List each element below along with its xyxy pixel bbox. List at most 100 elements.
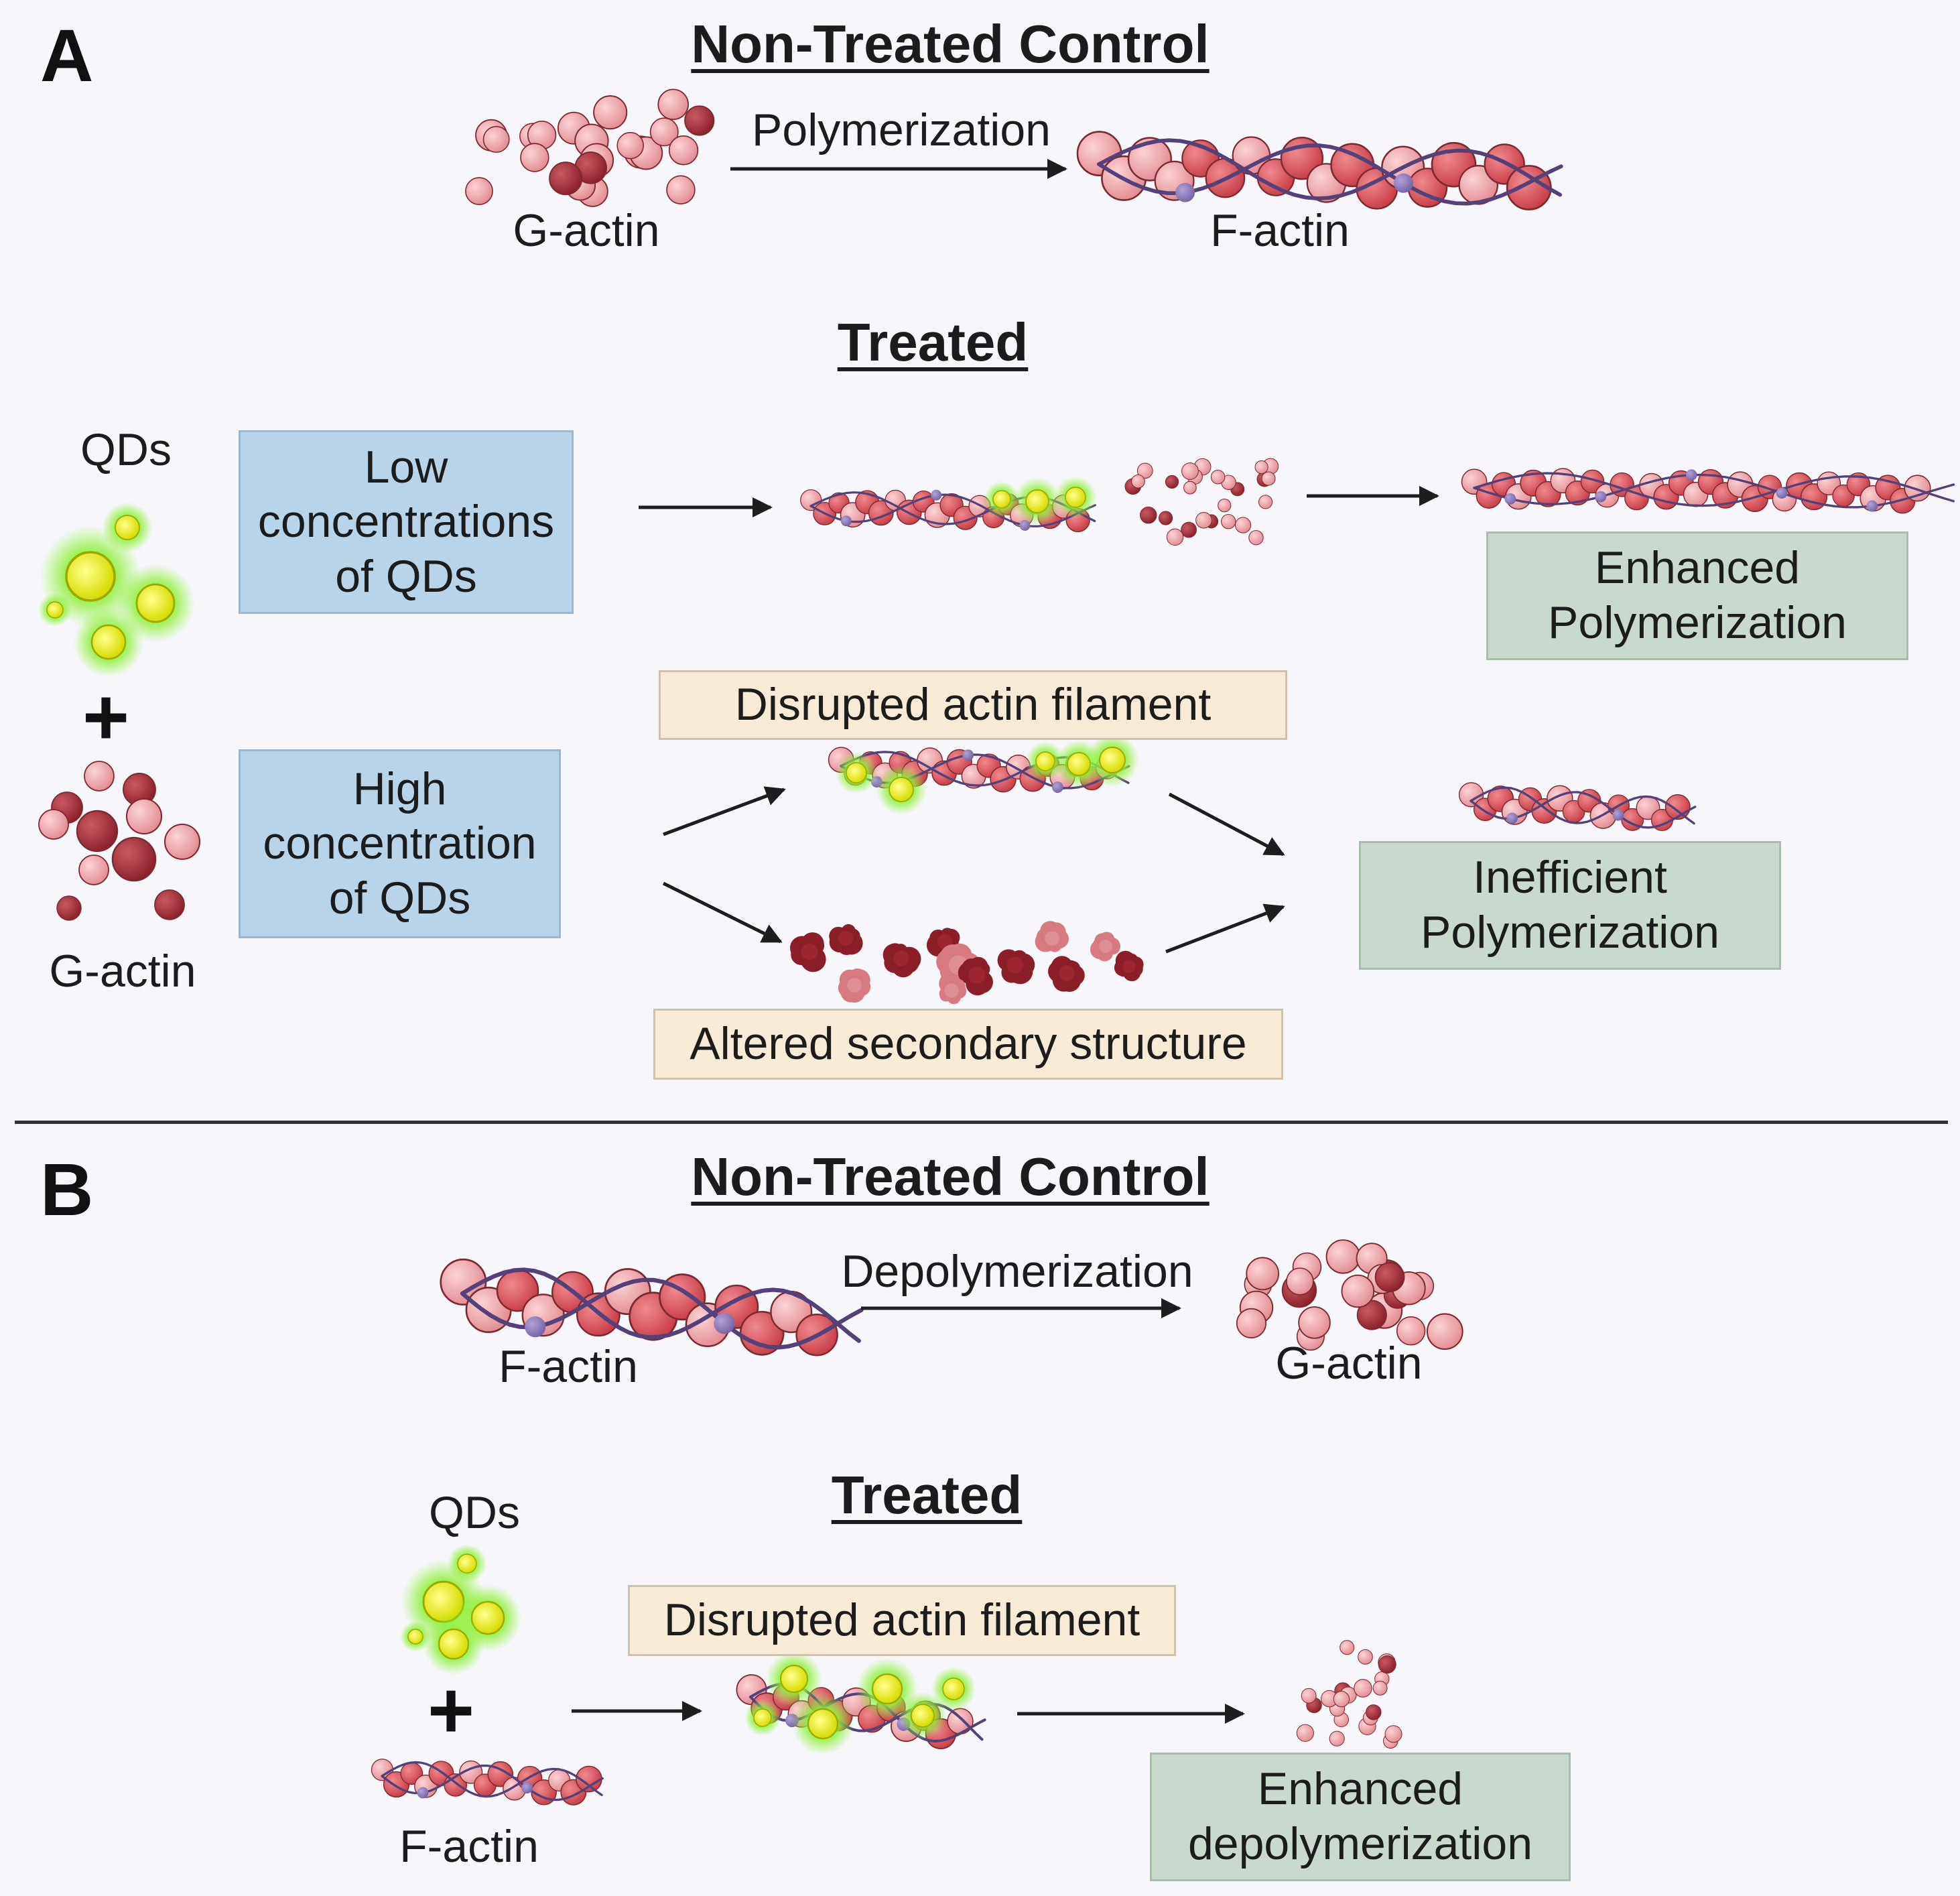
misfolded-actin xyxy=(1006,956,1024,974)
myosin-bead xyxy=(1504,493,1516,505)
qd-particle xyxy=(992,490,1011,509)
g-actin-monomer xyxy=(593,95,628,130)
panel-divider xyxy=(15,1121,1948,1124)
myosin-bead xyxy=(1866,500,1878,512)
g-actin-monomer xyxy=(1210,470,1226,485)
g-actin-monomer xyxy=(1426,1313,1463,1350)
misfolded-actin xyxy=(847,978,862,993)
g-actin-label: G-actin xyxy=(513,205,660,256)
qd-particle xyxy=(753,1708,772,1727)
qd-particle xyxy=(457,1554,477,1574)
g-actin-monomer xyxy=(154,889,185,920)
g-actin-monomer xyxy=(684,105,715,136)
altered-structure-box: Altered secondary structure xyxy=(653,1009,1283,1080)
inefficient-polymerization-box: Inefficient Polymerization xyxy=(1359,841,1781,970)
panel-b-letter: B xyxy=(40,1149,94,1231)
panel-b-f-actin-input-label: F-actin xyxy=(399,1821,539,1872)
qd-particle xyxy=(46,601,64,619)
depolymerization-label: Depolymerization xyxy=(841,1246,1193,1297)
qd-particle xyxy=(889,777,914,802)
qd-particle xyxy=(911,1704,935,1728)
panel-b-control-heading: Non-Treated Control xyxy=(691,1147,1210,1206)
qd-particle xyxy=(65,551,116,602)
high-concentration-text: High concentration of QDs xyxy=(263,763,537,924)
g-actin-monomer xyxy=(1384,1725,1402,1743)
g-actin-monomer xyxy=(1248,529,1264,546)
g-actin-monomer xyxy=(1166,528,1184,546)
g-actin-monomer xyxy=(1136,462,1153,479)
myosin-bead xyxy=(962,749,974,761)
panel-b-disrupted-filament-box: Disrupted actin filament xyxy=(628,1585,1176,1656)
g-actin-monomer xyxy=(76,810,119,852)
g-actin-monomer xyxy=(1236,1308,1266,1338)
g-actin-monomer xyxy=(1396,1316,1426,1346)
myosin-bead xyxy=(1612,809,1624,821)
panel-a-control-heading: Non-Treated Control xyxy=(691,14,1210,74)
g-actin-monomer xyxy=(1131,474,1145,489)
misfolded-actin xyxy=(944,983,959,998)
qd-particle xyxy=(1065,487,1086,508)
myosin-bead xyxy=(840,515,852,527)
qd-particle xyxy=(1035,751,1055,771)
g-actin-monomer xyxy=(1165,475,1179,489)
qd-particle xyxy=(115,515,140,540)
g-actin-monomer xyxy=(38,809,69,840)
g-actin-output-label: G-actin xyxy=(1275,1338,1423,1389)
myosin-bead xyxy=(1175,182,1195,202)
enhanced-polymerization-box: Enhanced Polymerization xyxy=(1486,531,1908,660)
tropomyosin-strand xyxy=(381,1761,603,1798)
g-actin-monomer xyxy=(1261,471,1276,486)
g-actin-monomer xyxy=(1358,1649,1373,1665)
myosin-bead xyxy=(1506,812,1518,824)
g-actin-monomer xyxy=(482,126,510,153)
qds-label: QDs xyxy=(80,424,172,475)
g-actin-monomer xyxy=(125,798,163,835)
g-actin-monomer xyxy=(56,895,82,921)
g-actin-monomer xyxy=(1181,521,1197,538)
g-actin-monomer xyxy=(1341,1274,1375,1308)
g-actin-monomer xyxy=(1218,499,1232,513)
g-actin-monomer xyxy=(520,143,549,172)
polymerization-label: Polymerization xyxy=(752,105,1051,155)
low-concentration-text: Low concentrations of QDs xyxy=(257,441,555,602)
myosin-bead xyxy=(1595,491,1607,503)
g-actin-monomer xyxy=(84,761,115,792)
g-actin-monomer xyxy=(1356,1300,1387,1330)
myosin-bead xyxy=(714,1313,735,1334)
panel-b-treated-heading: Treated xyxy=(831,1465,1023,1525)
qd-particle xyxy=(807,1708,839,1740)
g-actin-monomer xyxy=(666,175,696,205)
inefficient-polymerization-text: Inefficient Polymerization xyxy=(1421,852,1719,958)
g-actin-monomer xyxy=(1374,1262,1405,1293)
misfolded-actin xyxy=(838,930,854,946)
enhanced-depolymerization-text: Enhanced depolymerization xyxy=(1187,1763,1533,1869)
g-actin-monomer xyxy=(1340,1640,1355,1655)
g-actin-monomer xyxy=(1372,1680,1388,1696)
panel-a-treated-heading: Treated xyxy=(837,312,1029,372)
high-arrow-converge-1 xyxy=(1168,792,1285,857)
g-actin-monomer xyxy=(111,836,157,882)
misfolded-actin xyxy=(1045,931,1059,946)
g-actin-monomer xyxy=(1333,1690,1350,1708)
low-concentration-box: Low concentrations of QDs xyxy=(239,430,574,614)
myosin-bead xyxy=(521,1782,533,1794)
qd-particle xyxy=(846,762,867,783)
filament-monomer xyxy=(1580,469,1605,494)
panel-a-letter: A xyxy=(40,15,94,97)
tropomyosin-strand xyxy=(1097,143,1563,206)
f-actin-output-label: F-actin xyxy=(499,1341,638,1392)
g-actin-monomer xyxy=(1365,1704,1382,1720)
myosin-bead xyxy=(931,489,942,501)
g-actin-monomer xyxy=(549,162,583,196)
g-actin-monomer xyxy=(1329,1730,1345,1747)
g-actin-monomer xyxy=(1354,1679,1372,1698)
filament-monomer xyxy=(947,1708,974,1734)
qd-particle xyxy=(135,583,176,623)
enhanced-polymerization-text: Enhanced Polymerization xyxy=(1548,542,1847,648)
g-actin-input-label: G-actin xyxy=(49,946,196,997)
tropomyosin-strand xyxy=(460,1267,861,1343)
qd-particle xyxy=(780,1665,808,1693)
high-concentration-box: High concentration of QDs xyxy=(239,749,561,938)
plus-sign: + xyxy=(82,672,130,762)
tropomyosin-strand xyxy=(809,493,1096,527)
